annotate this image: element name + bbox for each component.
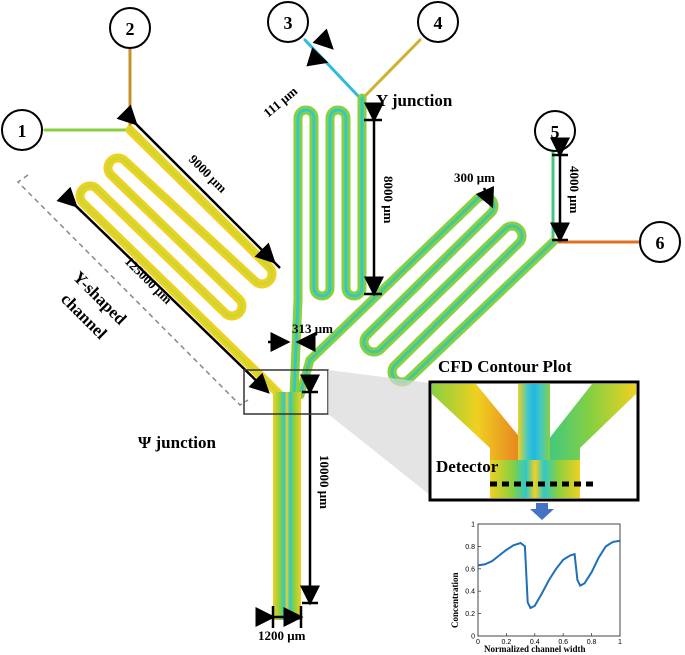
center-serpentine-channel bbox=[289, 93, 367, 400]
port-5: 5 bbox=[534, 110, 576, 152]
y-tick-label: 0.8 bbox=[465, 544, 475, 551]
dim-300: 300 μm bbox=[454, 170, 495, 185]
y-tick-label: 0.6 bbox=[465, 566, 475, 573]
port-1: 1 bbox=[1, 109, 43, 151]
zoom-projection bbox=[328, 370, 430, 495]
x-tick-label: 0 bbox=[476, 639, 480, 646]
inlet-3-channel bbox=[303, 38, 362, 100]
port-6: 6 bbox=[639, 221, 681, 263]
ports: 1 2 3 4 5 6 bbox=[1, 1, 681, 263]
dim-4000: 4000 μm bbox=[567, 166, 582, 214]
dimension-markers bbox=[56, 28, 570, 628]
y-tick-label: 0 bbox=[471, 634, 475, 641]
y-axis-label: Concentration bbox=[450, 573, 460, 629]
x-tick-label: 0.2 bbox=[502, 639, 512, 646]
port-4-label: 4 bbox=[434, 13, 443, 33]
concentration-curve bbox=[477, 539, 621, 610]
dim-10000: 10000 μm bbox=[317, 455, 332, 509]
x-tick-label: 0.8 bbox=[587, 639, 597, 646]
x-axis-label: Normalized channel width bbox=[484, 644, 586, 654]
port-2-label: 2 bbox=[126, 19, 135, 39]
dim-1200: 1200 μm bbox=[258, 628, 306, 643]
port-3-label: 3 bbox=[284, 13, 293, 33]
y-ticks: 0 0.2 0.4 0.6 0.8 1 bbox=[465, 522, 481, 641]
y-tick-label: 1 bbox=[471, 522, 475, 529]
x-ticks: 0 0.2 0.4 0.6 0.8 1 bbox=[476, 633, 622, 646]
port-6-label: 6 bbox=[656, 233, 665, 253]
inlet-4-channel bbox=[361, 38, 422, 100]
detector-label: Detector bbox=[436, 457, 499, 476]
dim-313: 313 μm bbox=[292, 321, 333, 336]
outlet-channel bbox=[273, 392, 301, 620]
x-tick-label: 0.4 bbox=[530, 639, 540, 646]
y-tick-label: 0.2 bbox=[465, 611, 475, 618]
port-3: 3 bbox=[267, 1, 309, 43]
psi-junction-label: Ψ junction bbox=[138, 433, 217, 452]
down-arrow-icon bbox=[530, 503, 554, 520]
port-1-label: 1 bbox=[18, 121, 27, 141]
cfd-title: CFD Contour Plot bbox=[438, 357, 572, 376]
port-2: 2 bbox=[109, 7, 151, 49]
x-tick-label: 1 bbox=[618, 639, 622, 646]
y-tick-label: 0.4 bbox=[465, 589, 475, 596]
port-4: 4 bbox=[417, 1, 459, 43]
port-5-label: 5 bbox=[551, 122, 560, 142]
cfd-contour-plot: Detector bbox=[428, 380, 640, 502]
y-junction-label: Y junction bbox=[376, 91, 453, 110]
dim-8000: 8000 μm bbox=[381, 176, 396, 224]
concentration-plot: 0 0.2 0.4 0.6 0.8 1 0 0.2 0.4 0.6 0.8 1 Concentrat… bbox=[450, 522, 622, 655]
x-tick-label: 0.6 bbox=[558, 639, 568, 646]
